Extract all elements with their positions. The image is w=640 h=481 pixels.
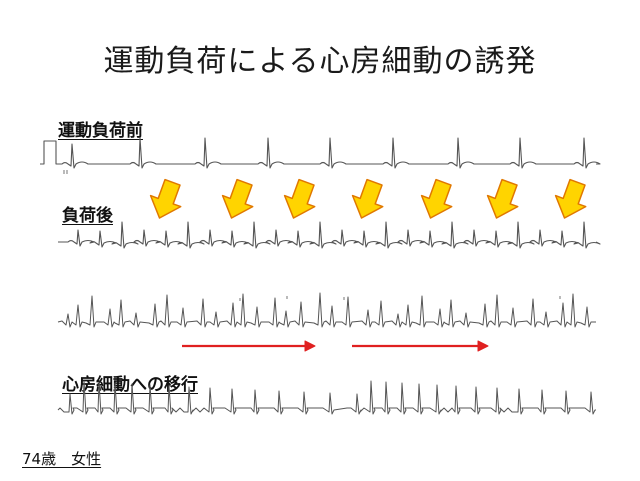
yellow-arrow-icon — [283, 178, 316, 219]
yellow-arrow-icon — [420, 178, 453, 219]
ecg-trace-after — [58, 221, 601, 249]
label-transition-to-af: 心房細動への移行 — [62, 375, 198, 395]
ecg-strip-paroxysmal — [57, 292, 596, 328]
yellow-arrow-icon — [221, 178, 254, 219]
ecg-strip-before — [40, 137, 601, 174]
patient-info: 74歳 女性 — [22, 450, 102, 468]
yellow-arrows — [149, 178, 587, 219]
red-arrows — [182, 340, 489, 352]
yellow-arrow-icon — [486, 178, 519, 219]
label-after-exercise: 負荷後 — [62, 206, 113, 226]
ecg-trace-paroxysmal — [57, 292, 596, 328]
tick-marks — [239, 296, 561, 301]
lead-mark — [63, 170, 68, 174]
slide-title: 運動負荷による心房細動の誘発 — [103, 44, 537, 79]
ecg-trace-before — [40, 137, 601, 169]
label-before-exercise: 運動負荷前 — [58, 121, 143, 141]
ecg-strip-after — [58, 221, 601, 249]
ecg-trace-af — [57, 380, 596, 415]
yellow-arrow-icon — [554, 178, 587, 219]
red-arrow-icon — [304, 340, 316, 352]
yellow-arrow-icon — [149, 178, 182, 219]
yellow-arrow-icon — [351, 178, 384, 219]
ecg-strip-af — [57, 380, 596, 415]
red-arrow-icon — [477, 340, 489, 352]
